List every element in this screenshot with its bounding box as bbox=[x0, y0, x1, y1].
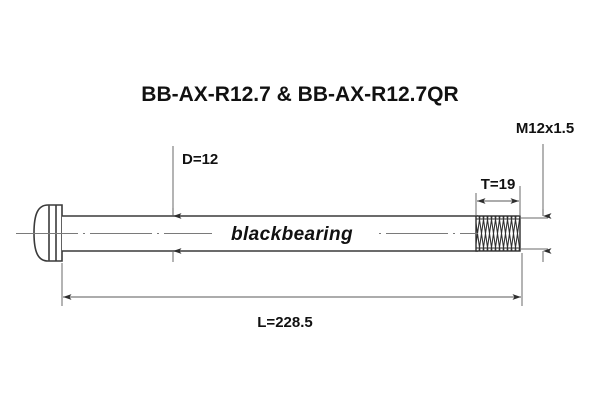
brand-label: blackbearing bbox=[231, 224, 353, 245]
thread-spec-dimension: M12x1.5 bbox=[516, 120, 574, 262]
thread-length-dimension: T=19 bbox=[475, 176, 521, 216]
thread-length-label: T=19 bbox=[481, 176, 516, 193]
thread-hatching bbox=[476, 216, 520, 251]
diameter-dimension: D=12 bbox=[172, 146, 218, 262]
overall-length-dimension: L=228.5 bbox=[61, 253, 523, 331]
diameter-label: D=12 bbox=[182, 151, 218, 168]
thread-spec-label: M12x1.5 bbox=[516, 120, 574, 137]
overall-length-label: L=228.5 bbox=[257, 314, 312, 331]
brand-text-backdrop bbox=[212, 219, 374, 247]
threaded-section bbox=[475, 215, 521, 252]
part-title: BB-AX-R12.7 & BB-AX-R12.7QR bbox=[141, 83, 458, 106]
